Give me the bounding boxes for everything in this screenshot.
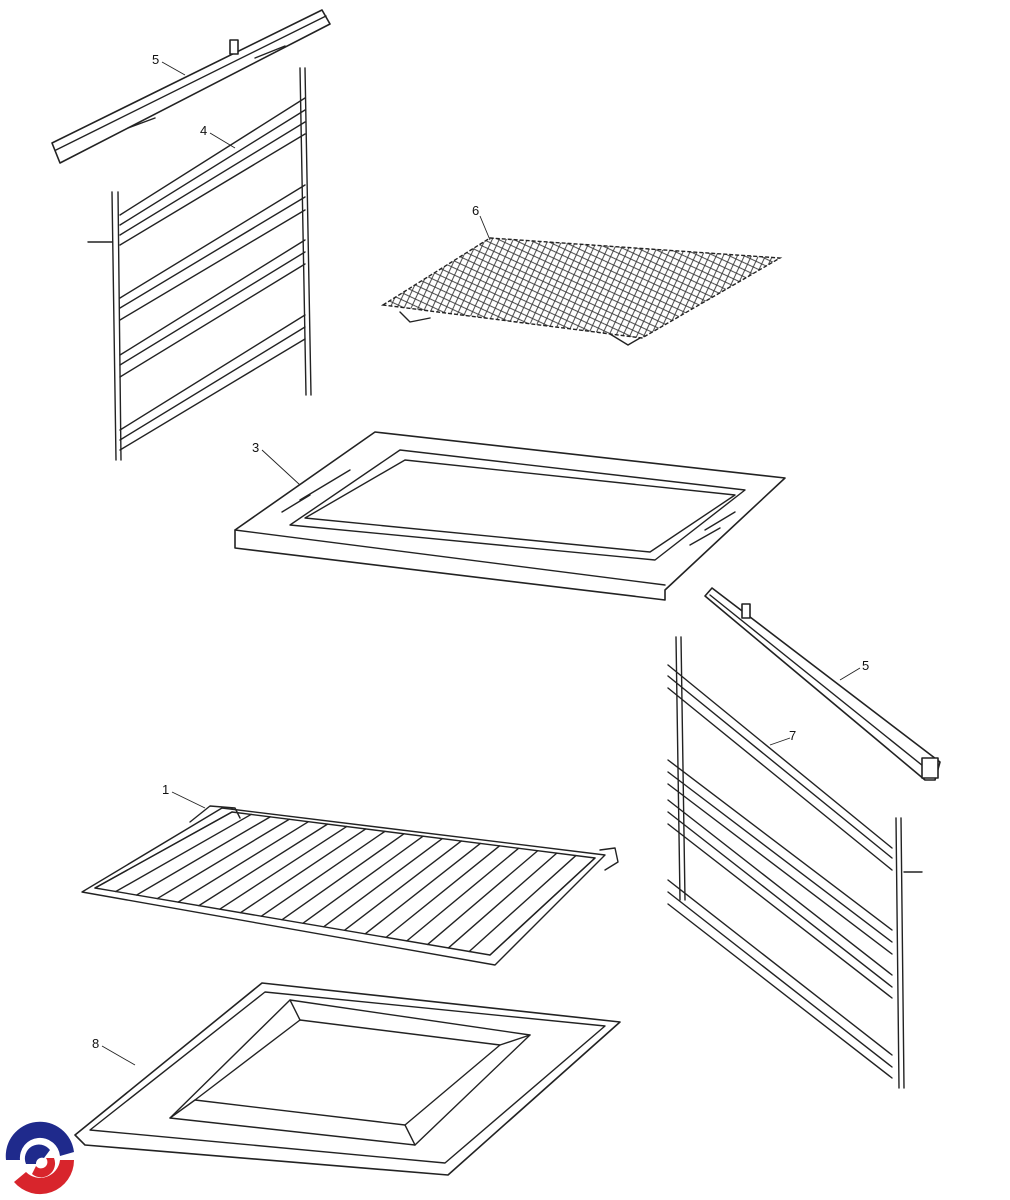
shelf-rung bbox=[135, 816, 271, 896]
callout-1: 1 bbox=[162, 782, 169, 797]
wire-shelf-part bbox=[81, 805, 619, 966]
shelf-rung bbox=[177, 820, 310, 903]
shelf-rung bbox=[156, 818, 291, 900]
shelf-rung bbox=[385, 845, 501, 939]
baking-tray-part bbox=[74, 982, 621, 1176]
callout-7: 7 bbox=[789, 728, 796, 743]
wire-grid-part bbox=[380, 237, 783, 346]
shelf-rung bbox=[322, 837, 443, 928]
shelf-rung bbox=[239, 828, 367, 914]
shelf-rung bbox=[198, 823, 329, 907]
callout-3: 3 bbox=[252, 440, 259, 455]
rail-right-part bbox=[704, 587, 941, 781]
tray-part bbox=[234, 431, 786, 601]
callout-4: 4 bbox=[200, 123, 207, 138]
side-rack-right-part bbox=[667, 636, 923, 1089]
callout-6: 6 bbox=[472, 203, 479, 218]
shelf-rung bbox=[468, 854, 577, 953]
shelf-rung bbox=[302, 835, 424, 924]
shelf-rung bbox=[281, 833, 405, 921]
shelf-rung bbox=[447, 852, 558, 949]
rail-top-part bbox=[51, 9, 331, 164]
callout-8: 8 bbox=[92, 1036, 99, 1051]
shelf-rung bbox=[489, 857, 596, 956]
shelf-rung bbox=[364, 842, 482, 935]
shelf-rung bbox=[343, 840, 462, 932]
callout-5-right: 5 bbox=[862, 658, 869, 673]
shelf-rung bbox=[219, 825, 348, 910]
shelf-rung bbox=[94, 811, 233, 889]
side-rack-left-part bbox=[87, 67, 312, 461]
shelf-rung bbox=[260, 830, 386, 917]
shelf-rung bbox=[115, 813, 252, 893]
brand-logo bbox=[5, 1121, 75, 1195]
callout-5-top: 5 bbox=[152, 52, 159, 67]
shelf-rung bbox=[426, 850, 539, 946]
shelf-rung bbox=[406, 847, 520, 942]
